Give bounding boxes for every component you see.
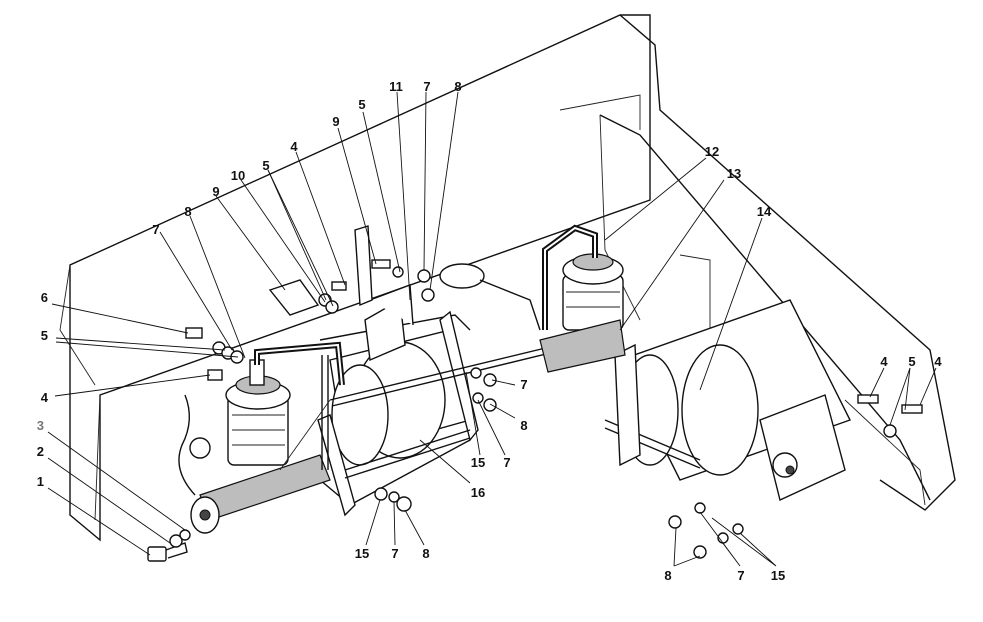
callout-12: 12 [705, 144, 719, 159]
callout-9-top: 9 [332, 114, 339, 129]
callout-5-middle: 5 [262, 158, 269, 173]
callout-labels: 1 2 3 4 5 6 7 8 9 10 5 4 9 5 11 7 8 12 1… [37, 79, 943, 583]
callout-16: 16 [471, 485, 485, 500]
callout-6: 6 [41, 290, 48, 305]
leader-lines [47, 91, 937, 567]
left-hardware [147, 225, 435, 562]
callout-5-right: 5 [908, 354, 915, 369]
left-cylinder-assembly [178, 284, 621, 534]
callout-5-left: 5 [41, 328, 48, 343]
right-cylinder-assembly [439, 224, 851, 501]
callout-3: 3 [37, 418, 44, 433]
callout-8-left: 8 [184, 204, 191, 219]
callout-11: 11 [389, 79, 403, 94]
callout-7-bottom-left: 7 [391, 546, 398, 561]
callout-4-left: 4 [41, 390, 49, 405]
callout-5-top: 5 [358, 97, 365, 112]
callout-9-left: 9 [212, 184, 219, 199]
callout-7-center: 7 [520, 377, 527, 392]
callout-4-middle: 4 [290, 139, 298, 154]
callout-7-bottom-right: 7 [737, 568, 744, 583]
callout-10: 10 [231, 168, 245, 183]
chassis-frame [59, 14, 956, 542]
callout-7-center-low: 7 [503, 455, 510, 470]
callout-15-center: 15 [471, 455, 485, 470]
right-hardware [374, 367, 923, 559]
callout-15-bottom-left: 15 [355, 546, 369, 561]
callout-8-bottom-left: 8 [422, 546, 429, 561]
callout-7-left: 7 [152, 222, 159, 237]
callout-13: 13 [727, 166, 741, 181]
callout-14: 14 [757, 204, 772, 219]
callout-2: 2 [37, 444, 44, 459]
callout-1: 1 [37, 474, 44, 489]
callout-7-top: 7 [423, 79, 430, 94]
callout-15-bottom-right: 15 [771, 568, 785, 583]
callout-4-right-a: 4 [880, 354, 888, 369]
callout-4-right-b: 4 [934, 354, 942, 369]
callout-8-top: 8 [454, 79, 461, 94]
callout-8-center: 8 [520, 418, 527, 433]
callout-8-bottom-right: 8 [664, 568, 671, 583]
